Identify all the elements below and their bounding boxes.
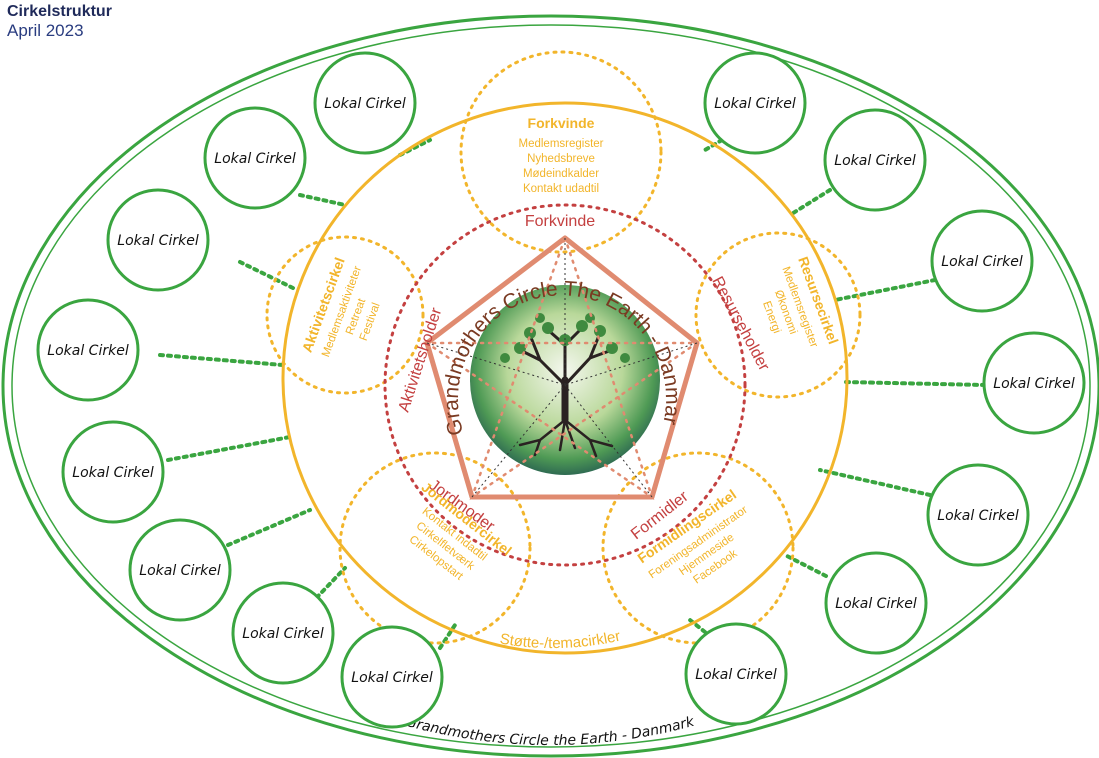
role-top: Forkvinde [525,213,595,230]
theme-left-text: Aktivitetscirkel Medlemsaktiviteter Retr… [299,255,383,358]
page-title: Cirkelstruktur [7,3,112,20]
local-circle: Lokal Cirkel [684,622,788,726]
svg-text:Lokal Cirkel: Lokal Cirkel [714,96,796,112]
theme-right-text: Resursecirkel Medlemsregister Økonomi En… [760,254,842,349]
svg-text:Lokal Cirkel: Lokal Cirkel [47,343,129,359]
theme-top-title: Forkvinde [528,115,595,131]
svg-text:Lokal Cirkel: Lokal Cirkel [72,465,154,481]
theme-top-item: Nyhedsbreve [527,153,595,165]
role-right: Resurseholder [708,274,772,374]
svg-text:Lokal Cirkel: Lokal Cirkel [937,508,1019,524]
local-connectors [158,138,987,650]
local-circle: Lokal Cirkel [340,625,444,729]
svg-text:Lokal Cirkel: Lokal Cirkel [351,670,433,686]
local-circle: Lokal Cirkel [823,108,927,212]
roles-pentagon [424,235,700,500]
local-circle: Lokal Cirkel [926,463,1030,567]
local-circle: Lokal Cirkel [703,51,807,155]
outer-ellipse-inner [11,24,1091,748]
svg-text:Lokal Cirkel: Lokal Cirkel [941,254,1023,270]
pentagon-star [422,236,702,501]
local-circle: Lokal Cirkel [203,106,307,210]
svg-text:Lokal Cirkel: Lokal Cirkel [695,667,777,683]
pentagon-spokes [426,238,698,498]
local-circle: Lokal Cirkel [824,551,928,655]
svg-text:Lokal Cirkel: Lokal Cirkel [214,151,296,167]
roles-circle [383,203,747,567]
theme-circle-bottom-right [601,451,795,645]
theme-top-item: Medlemsregister [519,138,604,150]
local-circle: Lokal Cirkel [982,331,1086,435]
support-circle [281,101,849,655]
svg-text:Lokal Cirkel: Lokal Cirkel [324,96,406,112]
svg-text:Lokal Cirkel: Lokal Cirkel [993,376,1075,392]
tree-icon [518,326,614,458]
svg-text:Lokal Cirkel: Lokal Cirkel [139,563,221,579]
local-circle: Lokal Cirkel [128,518,232,622]
theme-top-item: Kontakt udadtil [523,183,599,195]
theme-circle-bottom-left [338,451,532,645]
svg-text:Lokal Cirkel: Lokal Cirkel [835,596,917,612]
theme-circle-right [694,231,862,399]
svg-text:Lokal Cirkel: Lokal Cirkel [117,233,199,249]
local-circle: Lokal Cirkel [930,209,1034,313]
local-circle: Lokal Cirkel [313,51,417,155]
local-circle: Lokal Cirkel [231,581,335,685]
theme-top-text: Forkvinde Medlemsregister Nyhedsbreve Mø… [519,115,604,195]
local-circle: Lokal Cirkel [61,420,165,524]
role-left: Aktivitetsholder [396,305,446,414]
theme-circle-top [459,50,663,254]
page-date: April 2023 [7,21,84,40]
theme-top-item: Mødeindkalder [523,168,599,180]
svg-text:Lokal Cirkel: Lokal Cirkel [834,153,916,169]
support-circle-label: Støtte-/temacirkler [499,628,622,652]
local-circle: Lokal Cirkel [106,188,210,292]
outer-ellipse [1,14,1099,758]
theme-circles [265,50,862,645]
theme-circle-left [265,235,425,395]
local-circle: Lokal Cirkel [36,298,140,402]
local-circles: Lokal Cirkel Lokal Cirkel Lokal Cirkel L… [36,51,1086,729]
outer-ellipse-label: Grandmothers Circle the Earth - Danmark [404,714,697,749]
svg-text:Lokal Cirkel: Lokal Cirkel [242,626,324,642]
